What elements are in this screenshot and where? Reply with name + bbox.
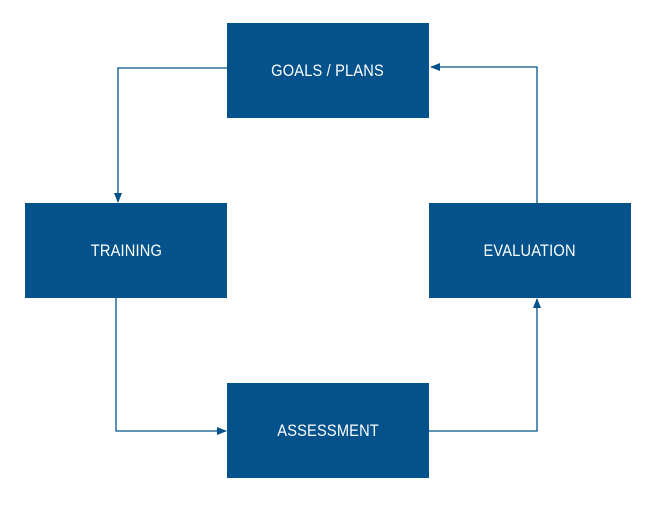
connector-assessment-to-evaluation — [429, 298, 541, 432]
connector-goals-to-training — [114, 67, 227, 203]
node-goals-plans-label: GOALS / PLANS — [271, 60, 385, 80]
node-training: TRAINING — [25, 203, 227, 298]
node-evaluation-label: EVALUATION — [483, 240, 577, 260]
connector-evaluation-to-goals — [430, 63, 538, 203]
node-goals-plans: GOALS / PLANS — [227, 23, 429, 118]
node-evaluation: EVALUATION — [429, 203, 631, 298]
connector-training-to-assessment — [115, 298, 227, 435]
node-training-label: TRAINING — [90, 240, 162, 260]
node-assessment-label: ASSESSMENT — [277, 420, 379, 440]
node-assessment: ASSESSMENT — [227, 383, 429, 478]
